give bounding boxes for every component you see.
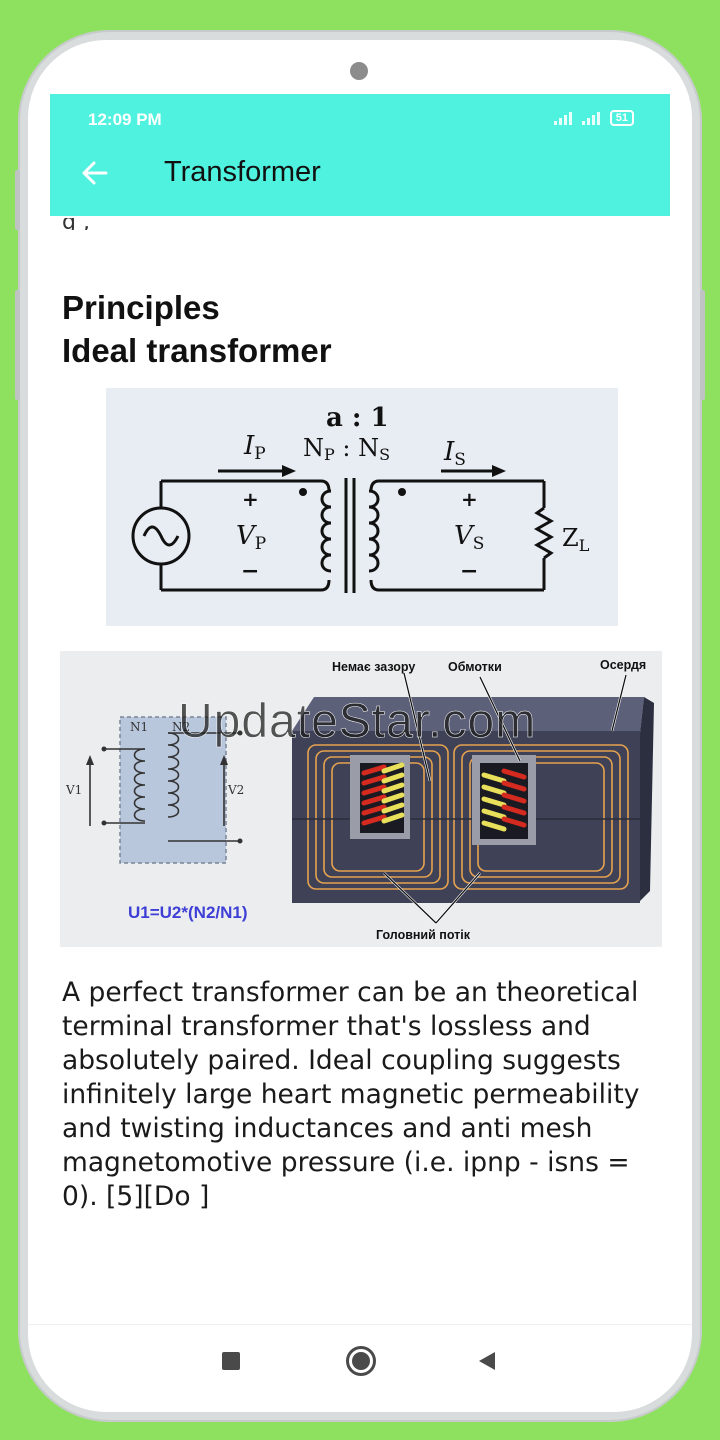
circle-home-icon[interactable] [346, 1346, 376, 1376]
label-v2: V2 [227, 783, 244, 797]
load-label: ZL [562, 524, 590, 555]
circuit-svg: a : 1 NP : NS IP IS + + VP VS − − ZL [131, 403, 590, 593]
current-primary-label: IP [243, 431, 266, 464]
nav-divider [28, 1324, 692, 1325]
updatestar-watermark: UpdateStar.com [178, 695, 537, 749]
minus-primary: − [241, 558, 259, 584]
plus-secondary: + [461, 487, 478, 511]
body-paragraph: A perfect transformer can be an theoreti… [62, 977, 640, 1212]
label-n1: N1 [130, 720, 148, 734]
label-n2: N2 [172, 720, 190, 734]
section-heading: Principles Ideal transformer [62, 286, 332, 372]
ideal-transformer-diagram: a : 1 NP : NS IP IS + + VP VS − − ZL [106, 388, 618, 626]
heading-ideal-transformer: Ideal transformer [62, 332, 332, 369]
power-button [15, 290, 20, 400]
label-windings: Обмотки [448, 660, 502, 674]
transformer-core-illustration: N1 N2 V1 V2 U1=U2*(N2/N1) [60, 651, 662, 947]
side-button [700, 290, 705, 400]
cut-off-text: g , [62, 218, 90, 230]
triangle-back-icon[interactable] [477, 1350, 497, 1372]
voltage-secondary-label: VS [454, 521, 484, 554]
square-recents-icon[interactable] [222, 1352, 240, 1370]
app-title: Transformer [164, 156, 321, 188]
core-svg: N1 N2 V1 V2 U1=U2*(N2/N1) [65, 658, 654, 942]
signal-icon-2 [581, 111, 600, 125]
app-bar: 12:09 PM 51 Transformer [50, 94, 670, 216]
battery-icon: 51 [609, 110, 634, 126]
label-main-flux: Головний потік [376, 928, 471, 942]
front-camera [350, 62, 368, 80]
plus-primary: + [242, 487, 259, 511]
heading-principles: Principles [62, 289, 220, 326]
current-secondary-label: IS [443, 437, 466, 470]
arrow-left-icon[interactable] [78, 156, 112, 190]
formula-label: U1=U2*(N2/N1) [128, 903, 248, 922]
label-v1: V1 [65, 783, 82, 797]
system-nav-bar [28, 1326, 692, 1412]
turns-primary-label: NP : NS [303, 434, 390, 464]
signal-icon [553, 111, 572, 125]
status-time: 12:09 PM [88, 110, 162, 129]
label-no-gap: Немає зазору [332, 660, 415, 674]
ratio-label: a : 1 [326, 403, 389, 433]
screen: 12:09 PM 51 Transformer g , Principles I… [28, 40, 692, 1412]
label-core: Осердя [600, 658, 646, 672]
status-icons: 51 [553, 110, 634, 126]
minus-secondary: − [460, 558, 478, 584]
volume-button [15, 170, 20, 230]
voltage-primary-label: VP [236, 521, 266, 554]
